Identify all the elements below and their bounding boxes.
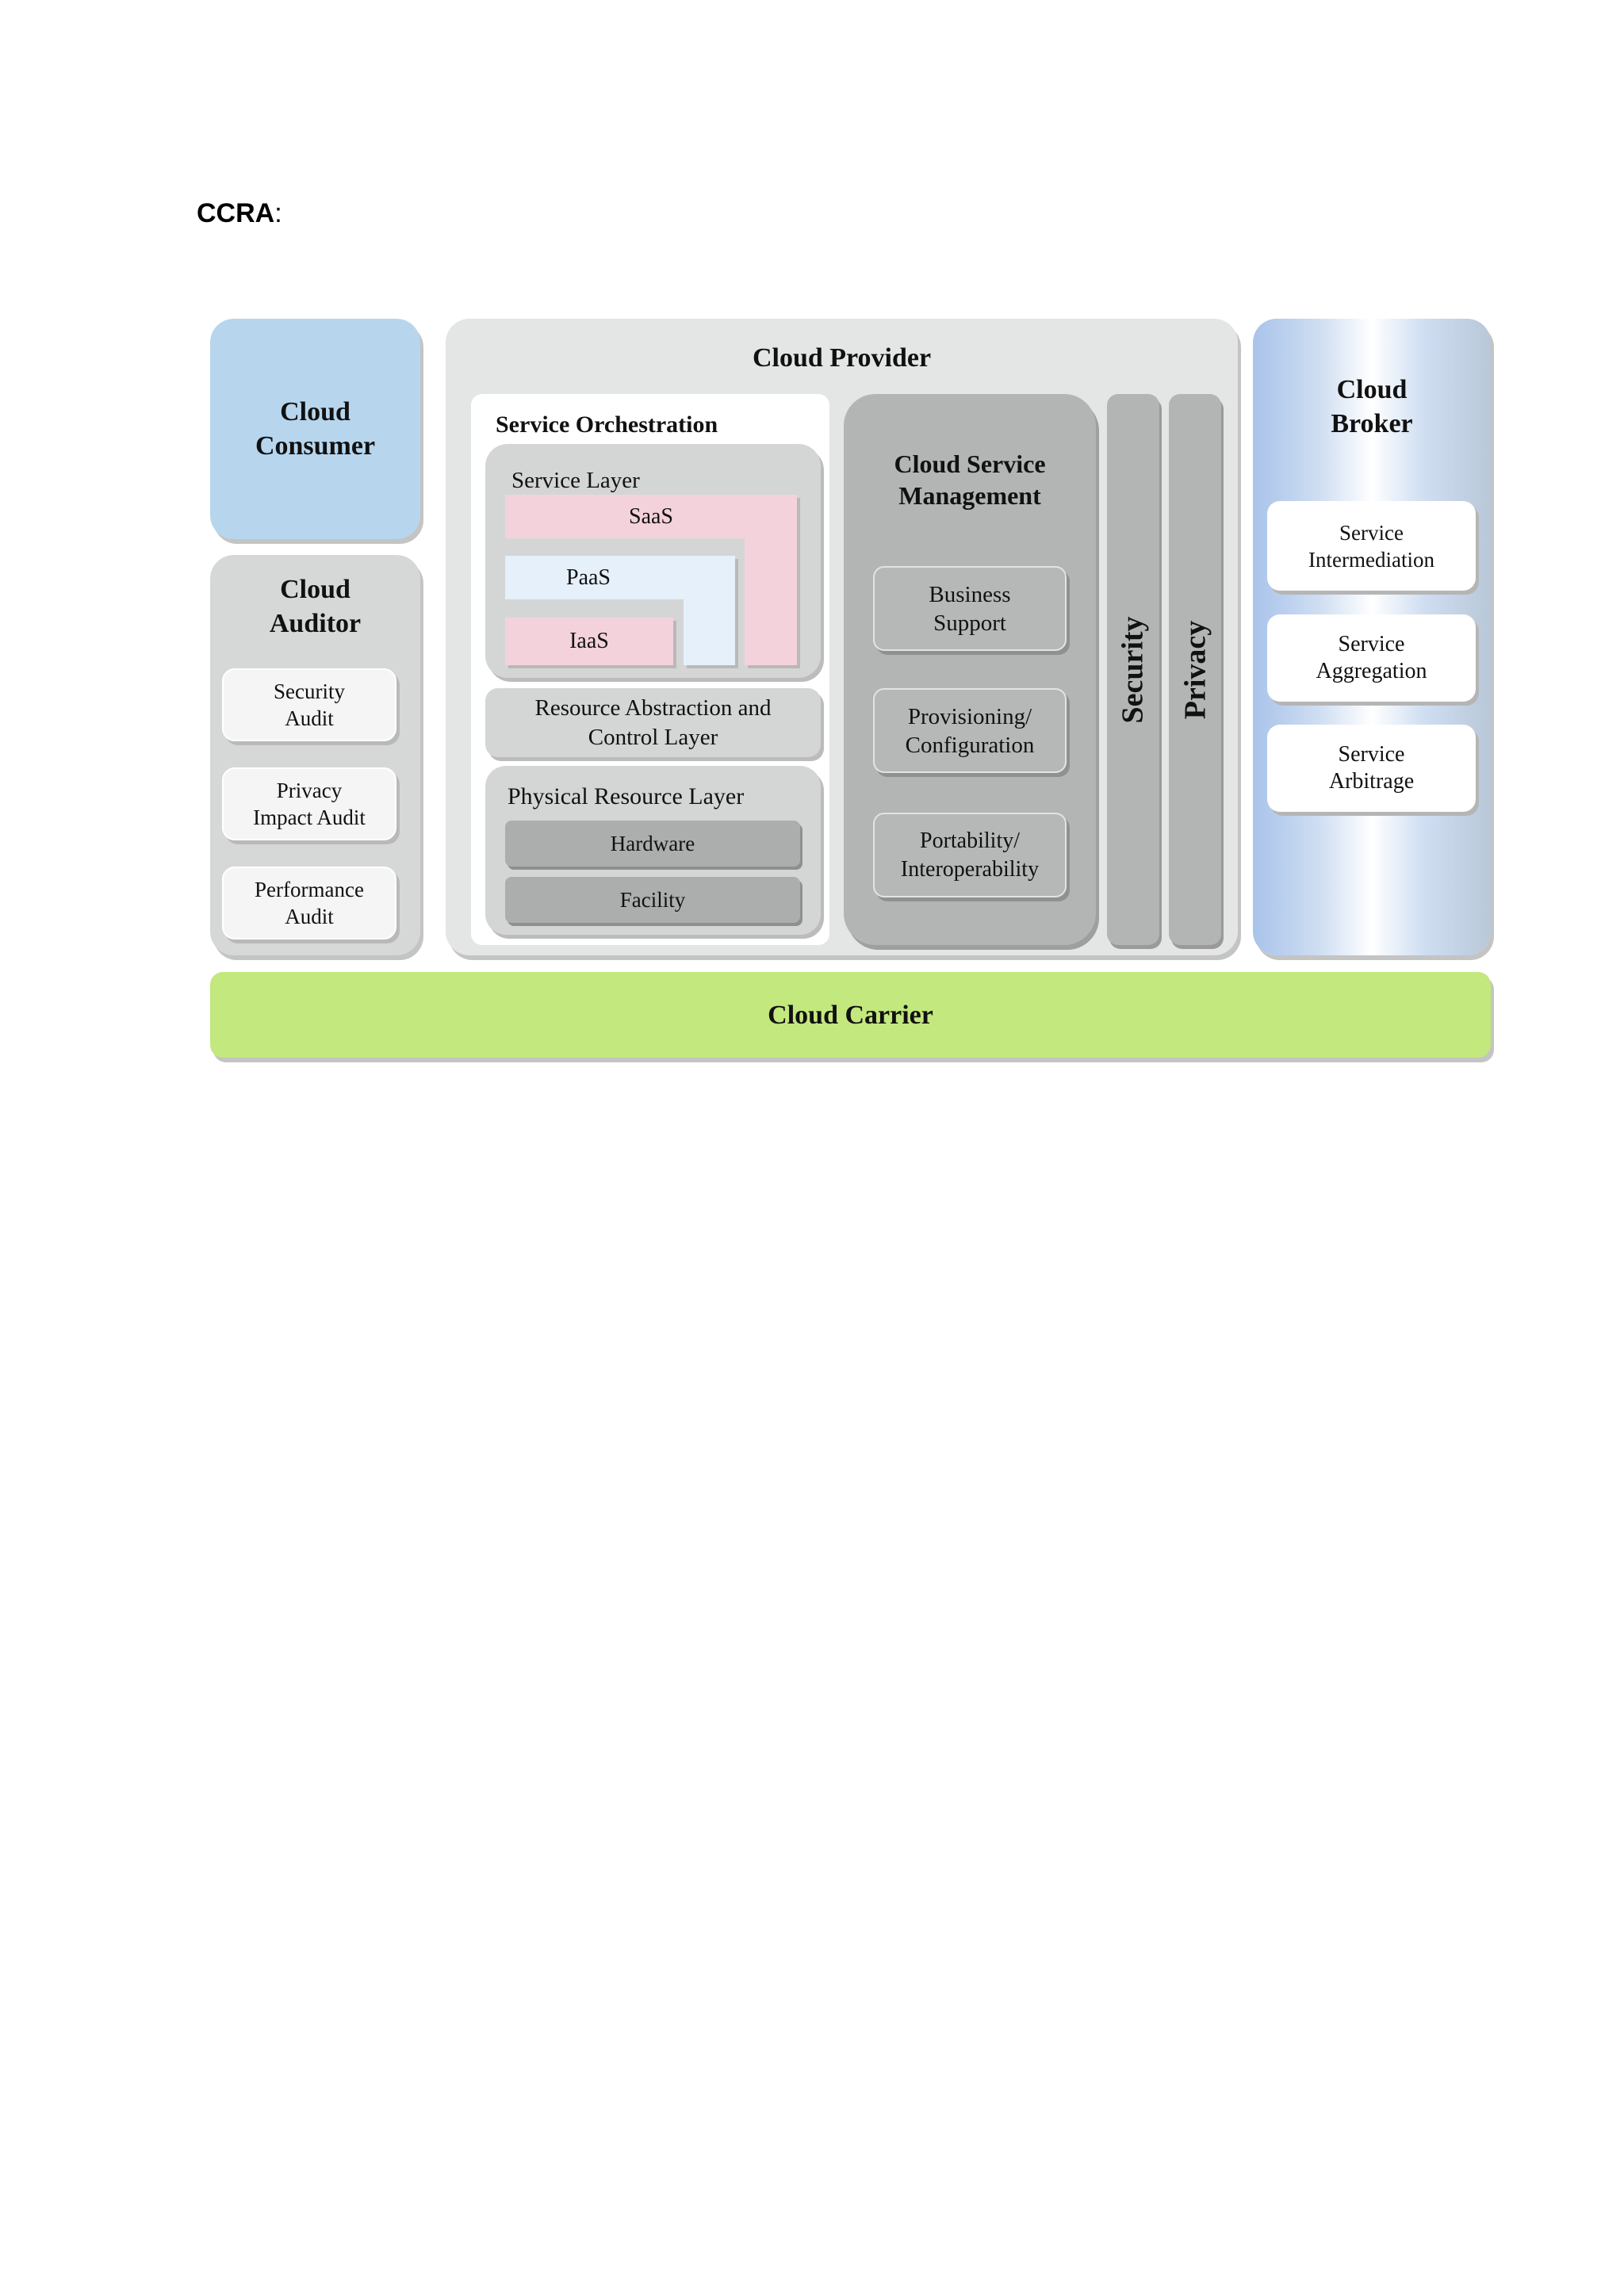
service-aggregation-line2: Aggregation xyxy=(1316,659,1427,683)
business-support-line1: Business xyxy=(929,581,1011,607)
cloud-broker-title-line2: Broker xyxy=(1331,409,1413,438)
portability-interoperability-box: Portability/Interoperability xyxy=(873,813,1067,897)
service-arbitrage-line1: Service xyxy=(1338,742,1405,767)
iaas-label: IaaS xyxy=(569,629,609,653)
security-label: Security xyxy=(1116,615,1151,724)
iaas-layer: IaaS xyxy=(505,618,673,665)
cloud-consumer-title-line1: Cloud xyxy=(280,397,350,427)
cloud-provider-title: Cloud Provider xyxy=(752,343,932,373)
physical-resource-layer-title: Physical Resource Layer xyxy=(508,783,745,809)
security-audit-line1: Security xyxy=(274,679,345,703)
privacy-bar: Privacy xyxy=(1169,394,1221,945)
privacy-impact-audit-line1: Privacy xyxy=(276,779,343,802)
heading-suffix: : xyxy=(274,198,282,228)
performance-audit-line2: Audit xyxy=(285,905,334,928)
service-arbitrage-line2: Arbitrage xyxy=(1328,769,1415,794)
performance-audit-line1: Performance xyxy=(255,878,364,901)
service-aggregation-line1: Service xyxy=(1338,632,1405,656)
cloud-broker-title-line1: Cloud xyxy=(1336,375,1408,404)
resource-abstraction-line2: Control Layer xyxy=(588,724,718,750)
saas-label: SaaS xyxy=(629,503,673,529)
service-intermediation-line1: Service xyxy=(1339,520,1404,545)
paas-layer: PaaS xyxy=(505,556,735,599)
provisioning-configuration-line2: Configuration xyxy=(905,732,1035,758)
portability-interoperability-line1: Portability/ xyxy=(920,828,1020,853)
heading-prefix: CCRA xyxy=(197,198,275,228)
privacy-label: Privacy xyxy=(1178,620,1212,719)
service-intermediation-line2: Intermediation xyxy=(1308,547,1434,572)
service-orchestration-title: Service Orchestration xyxy=(496,411,718,438)
facility-label: Facility xyxy=(619,887,686,912)
business-support-line2: Support xyxy=(933,610,1006,636)
cloud-carrier-bar: Cloud Carrier xyxy=(210,972,1491,1058)
page-heading: CCRA: xyxy=(197,198,282,229)
paas-label: PaaS xyxy=(566,564,611,590)
facility-box: Facility xyxy=(505,877,800,923)
provisioning-configuration-box: Provisioning/Configuration xyxy=(873,688,1067,773)
cloud-consumer-box: Cloud Consumer xyxy=(210,319,420,539)
cloud-auditor-title-line2: Auditor xyxy=(269,609,362,638)
cloud-carrier-label: Cloud Carrier xyxy=(768,1000,933,1030)
cloud-consumer-title-line2: Consumer xyxy=(255,431,376,461)
portability-interoperability-line2: Interoperability xyxy=(900,856,1040,882)
security-bar: Security xyxy=(1107,394,1159,945)
cloud-service-management-line1: Cloud Service xyxy=(894,450,1046,478)
provisioning-configuration-line1: Provisioning/ xyxy=(907,703,1032,729)
resource-abstraction-line1: Resource Abstraction and xyxy=(534,695,772,721)
cloud-auditor-title: Cloud Auditor xyxy=(210,572,420,641)
cloud-auditor-title-line1: Cloud xyxy=(280,575,350,604)
security-audit-line2: Audit xyxy=(285,706,334,730)
cloud-consumer-title: Cloud Consumer xyxy=(255,395,375,463)
hardware-box: Hardware xyxy=(505,821,800,867)
cloud-service-management-line2: Management xyxy=(898,481,1041,510)
hardware-label: Hardware xyxy=(610,831,695,855)
service-layer-title: Service Layer xyxy=(511,468,640,493)
saas-layer: SaaS xyxy=(505,495,797,538)
privacy-impact-audit-line2: Impact Audit xyxy=(253,806,366,829)
